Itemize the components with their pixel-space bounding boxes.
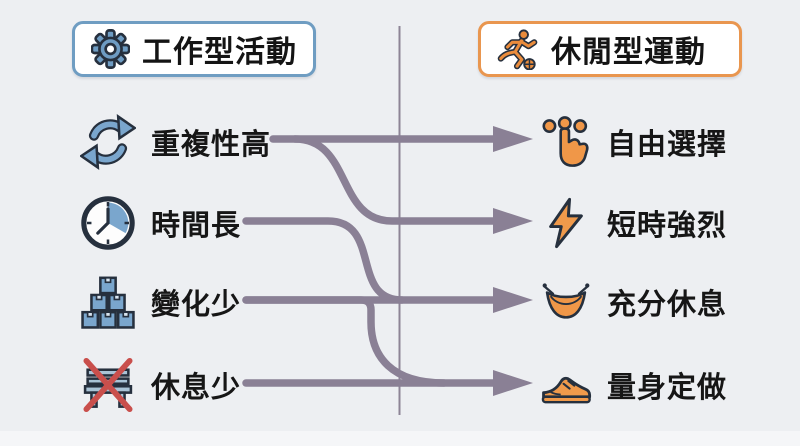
clock-icon — [80, 195, 136, 251]
tap-select-icon — [540, 116, 592, 168]
gear-icon — [91, 28, 130, 70]
connector-row3-to-row4 — [242, 296, 448, 387]
sneaker-icon — [540, 359, 592, 411]
work-activity-title: 工作型活動 — [142, 36, 297, 69]
arrowhead-row2 — [493, 208, 533, 234]
leisure-item-short-intense: 短時強烈 — [540, 193, 727, 253]
bottom-strip — [0, 431, 800, 446]
leisure-item-full-rest: 充分休息 — [540, 272, 727, 332]
runner-basketball-icon — [497, 28, 539, 70]
leisure-item-label: 自由選擇 — [607, 129, 728, 161]
leisure-item-label: 量身定做 — [607, 372, 728, 404]
work-item-label: 時間長 — [151, 210, 242, 242]
lightning-icon — [540, 197, 592, 249]
leisure-item-label: 短時強烈 — [607, 210, 728, 242]
arrowhead-row1 — [493, 126, 533, 152]
leisure-sport-header: 休閒型運動 — [478, 21, 742, 77]
connector-row1-to-row2 — [291, 135, 498, 225]
work-item-little-rest: 休息少 — [80, 355, 241, 415]
leisure-item-label: 充分休息 — [607, 289, 728, 321]
work-item-label: 休息少 — [151, 372, 242, 404]
arrowhead-row4 — [493, 370, 533, 396]
work-item-repetitive: 重複性高 — [80, 112, 271, 172]
arrowhead-row3 — [493, 287, 533, 313]
work-item-long-time: 時間長 — [80, 193, 241, 253]
crossed-bench-icon — [80, 357, 136, 413]
leisure-sport-title: 休閒型運動 — [551, 36, 706, 69]
work-item-low-variety: 變化少 — [80, 272, 241, 332]
work-activity-header: 工作型活動 — [72, 21, 316, 77]
leisure-item-tailor-made: 量身定做 — [540, 355, 727, 415]
connector-row2-to-row3 — [242, 217, 406, 304]
cycle-arrows-icon — [80, 114, 136, 170]
work-item-label: 變化少 — [151, 289, 242, 321]
hammock-icon — [540, 276, 592, 328]
stacked-boxes-icon — [80, 274, 136, 330]
leisure-item-free-choice: 自由選擇 — [540, 112, 727, 172]
work-item-label: 重複性高 — [151, 129, 272, 161]
